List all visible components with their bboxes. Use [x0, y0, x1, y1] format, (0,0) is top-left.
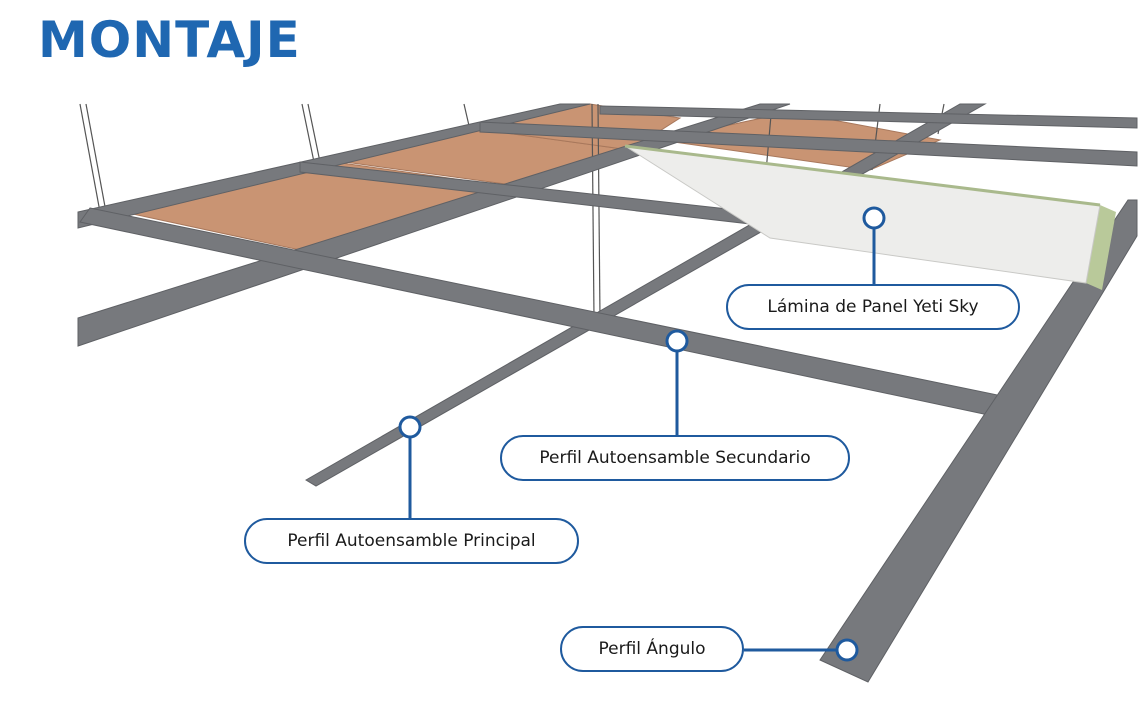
- label-panel: Lámina de Panel Yeti Sky: [726, 284, 1020, 330]
- secondary-marker: [665, 329, 689, 353]
- angle-marker: [835, 638, 859, 662]
- profile-cross: [599, 105, 1138, 129]
- label-secondary-profile: Perfil Autoensamble Secundario: [500, 435, 850, 481]
- label-principal-profile: Perfil Autoensamble Principal: [244, 518, 579, 564]
- callout-leaders: [408, 229, 876, 652]
- label-angle-profile: Perfil Ángulo: [560, 626, 744, 672]
- yeti-sky-panel: [624, 144, 1116, 290]
- page-title: MONTAJE: [38, 11, 301, 69]
- profile-runner: [77, 103, 791, 347]
- profile-cross: [479, 121, 1138, 167]
- callout-dots: [398, 206, 886, 662]
- principal-marker: [398, 415, 422, 439]
- panel-marker: [862, 206, 886, 230]
